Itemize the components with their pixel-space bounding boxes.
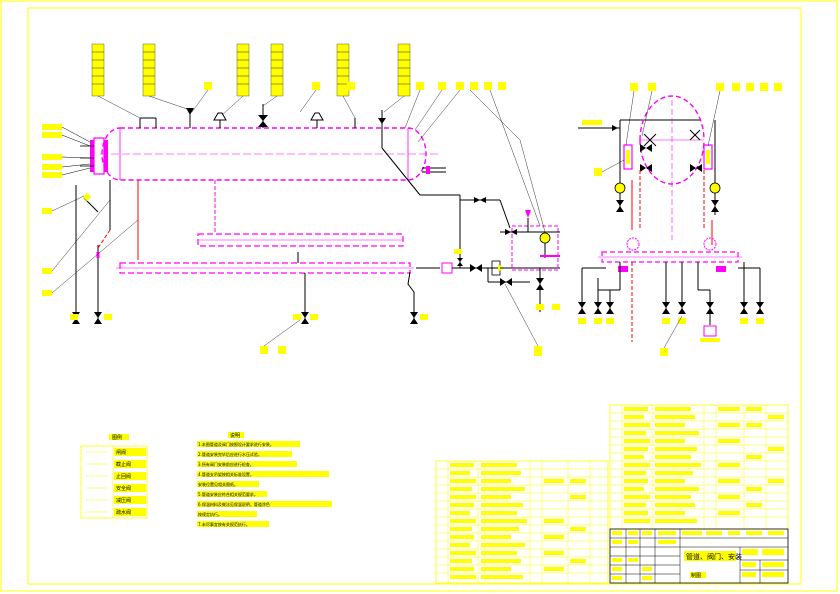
note-line: 4.管道支吊架按相关标准设置， (198, 471, 254, 477)
right-vessel-section (578, 95, 764, 356)
parts-list-lower (435, 460, 609, 584)
vessel-flange-stack (80, 137, 108, 175)
legend-title: 图例 (112, 434, 122, 441)
drawing-title: 管道、阀门、安装 (686, 552, 742, 561)
note-line: 3.所有阀门安装前应进行检查。 (198, 461, 254, 467)
tag-bubbles-top-left (91, 43, 506, 143)
legend-row-label: 止回阀 (116, 473, 131, 480)
parts-list-upper (609, 404, 789, 530)
legend-title-bg (109, 434, 129, 440)
left-label-boxes (42, 124, 91, 178)
legend-row-label: 闸阀 (116, 449, 126, 456)
note-line: 6.保温材料及做法见保温说明，管道涂色 (198, 501, 270, 507)
legend-row-label: 安全阀 (116, 485, 131, 492)
inner-border (27, 7, 802, 585)
left-drain-piping (42, 180, 139, 324)
note-line: 2.管道安装完毕后应进行水压试验。 (198, 451, 262, 457)
title-block: 管道、阀门、安装 制图 (609, 528, 789, 584)
main-vessel (100, 127, 440, 181)
legend: 图例 闸阀 截止阀 止回阀 安全阀 减压阀 疏水阀 (80, 434, 148, 519)
vessel-right-piping (381, 128, 511, 255)
legend-row-label: 截止阀 (116, 461, 131, 468)
lower-header (116, 252, 428, 354)
tag-bubbles-top-right (625, 83, 782, 147)
notes-title: 说明 (230, 432, 240, 439)
top-nozzles (139, 104, 386, 128)
note-line: 5.管道安装应符合相关规范要求。 (198, 491, 258, 497)
middle-header (197, 180, 404, 247)
right-piping-assembly (416, 89, 560, 356)
legend-row-label: 减压阀 (116, 497, 131, 504)
note-line: 按规定执行。 (198, 511, 222, 517)
note-line: 1.本图管道及阀门按照设计要求进行安装。 (198, 441, 274, 447)
note-line: 7.未尽事宜按有关规范执行。 (198, 521, 250, 527)
note-line: 安装位置见相关图纸。 (198, 481, 238, 487)
notes: 说明 1.本图管道及阀门按照设计要求进行安装。 2.管道安装完毕后应进行水压试验… (197, 432, 332, 527)
drawn-by-label: 制图 (691, 572, 701, 579)
legend-row-label: 疏水阀 (116, 509, 131, 516)
